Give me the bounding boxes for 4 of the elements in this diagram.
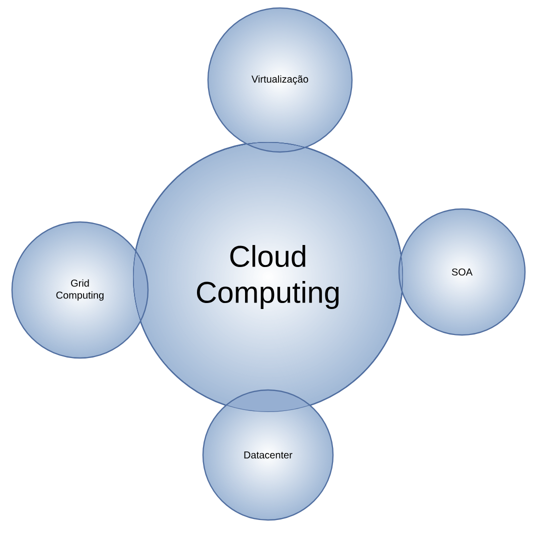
- node-label: Grid Computing: [56, 279, 104, 301]
- node-label: Datacenter: [244, 452, 292, 458]
- node-label: SOA: [452, 268, 473, 276]
- node-label: Virtualização: [252, 75, 308, 85]
